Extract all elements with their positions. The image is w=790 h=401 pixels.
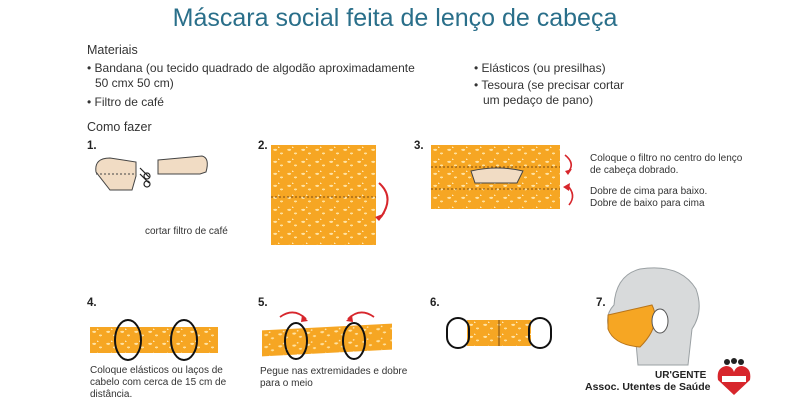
arrowhead-icon: [565, 169, 572, 175]
fold-down-arrow-icon: [565, 155, 571, 171]
page-title: Máscara social feita de lenço de cabeça: [0, 4, 790, 33]
step-4-caption-3: distância.: [90, 389, 132, 401]
step-6-number: 6.: [430, 297, 440, 309]
ear-icon: [652, 309, 668, 333]
step-3-number: 3.: [414, 140, 424, 152]
arrowhead-icon: [563, 183, 570, 191]
material-text: Bandana (ou tecido quadrado de algodão a…: [95, 61, 415, 75]
material-item-bandana-size: 50 cmx 50 cm): [95, 76, 174, 91]
arrowhead-icon: [346, 315, 353, 322]
filter-right-piece: [158, 156, 207, 174]
elastic-right: [343, 323, 365, 359]
howto-heading: Como fazer: [87, 120, 152, 134]
materials-heading: Materiais: [87, 43, 138, 57]
elastic-left: [115, 320, 141, 360]
step-3-overlay: [431, 145, 581, 211]
elastic-left: [285, 323, 307, 359]
step-1-number: 1.: [87, 140, 97, 152]
step-4-number: 4.: [87, 297, 97, 309]
scissors-icon: [140, 168, 150, 187]
head-wearing-mask-illustration: [600, 265, 710, 370]
figure-head: [724, 359, 730, 365]
step-2-overlay: [271, 145, 401, 250]
ear-loop-right: [529, 318, 551, 348]
figure-head: [731, 358, 737, 364]
ear-loop-left: [447, 318, 469, 348]
figure-head: [738, 359, 744, 365]
step-5-caption-1: Pegue nas extremidades e dobre: [260, 366, 407, 378]
step-2-number: 2.: [258, 140, 268, 152]
fold-arrowhead-icon: [375, 213, 385, 221]
step-1-caption: cortar filtro de café: [145, 226, 228, 238]
material-text: Tesoura (se precisar cortar: [481, 78, 624, 92]
step-4-elastics: [90, 316, 220, 364]
arrowhead-icon: [301, 315, 308, 322]
step-3-caption-3: Dobre de cima para baixo.: [590, 186, 707, 198]
step-3-caption-1: Coloque o filtro no centro do lenço: [590, 153, 742, 165]
fold-arrow-icon: [379, 183, 388, 217]
brand-name: UR'GENTE: [655, 370, 706, 381]
coffee-filter-cut-illustration: [92, 152, 232, 197]
step-5-overlay: [258, 305, 398, 361]
organization-name: Assoc. Utentes de Saúde: [585, 381, 710, 393]
step-4-caption-1: Coloque elásticos ou laços de: [90, 365, 223, 377]
elastic-right: [171, 320, 197, 360]
material-item-filter: • Filtro de café: [87, 95, 164, 110]
step-5-caption-2: para o meio: [260, 378, 313, 390]
material-item-elastics: • Elásticos (ou presilhas): [474, 61, 606, 76]
logo-banner: [722, 376, 746, 382]
material-item-scissors-note: um pedaço de pano): [483, 93, 593, 108]
step-3-caption-2: de cabeça dobrado.: [590, 165, 678, 177]
urgente-logo-icon: [716, 358, 752, 396]
filter-on-fabric: [471, 168, 523, 183]
step-6-overlay: [444, 312, 556, 356]
material-item-scissors: • Tesoura (se precisar cortar: [474, 78, 624, 93]
step-4-caption-2: cabelo com cerca de 15 cm de: [90, 377, 226, 389]
step-3-caption-4: Dobre de baixo para cima: [590, 198, 705, 210]
material-text: Filtro de café: [95, 95, 164, 109]
material-text: Elásticos (ou presilhas): [482, 61, 606, 75]
material-item-bandana: • Bandana (ou tecido quadrado de algodão…: [87, 61, 415, 76]
